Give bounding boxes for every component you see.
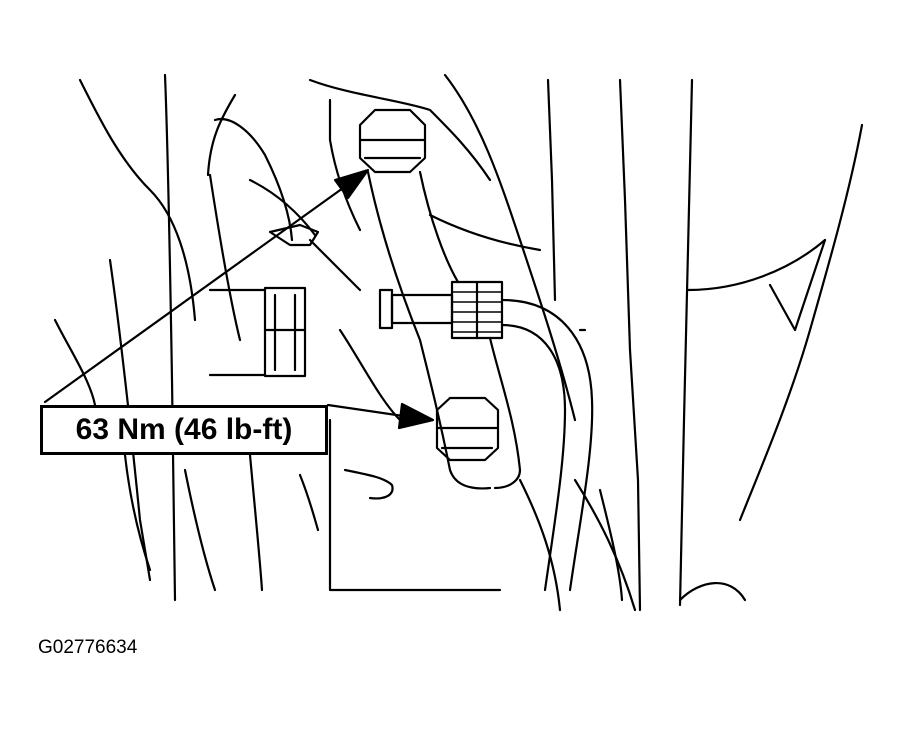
retaining-clip [268, 223, 320, 247]
housing-line-3 [428, 213, 542, 252]
left-contour-6 [208, 173, 242, 342]
housing-line-7 [578, 328, 624, 602]
left-contour-3 [108, 258, 152, 582]
left-contour-5 [206, 93, 237, 177]
side-nut-stud [208, 288, 267, 377]
left-contour-4 [53, 318, 97, 407]
leader-line-upper [43, 181, 352, 404]
bracket-plate-1 [328, 418, 502, 592]
bracket-lower-edge [338, 328, 402, 422]
leader-arrow-upper-icon [333, 168, 370, 200]
left-contour-1 [78, 78, 197, 322]
left-contour-7 [213, 117, 294, 242]
bracket-plate-3 [298, 473, 320, 532]
left-contour-2 [163, 73, 177, 602]
right-panel-diag [738, 123, 864, 522]
leader-arrow-lower-icon [397, 402, 435, 430]
figure-id: G02776634 [38, 637, 138, 658]
right-panel-arc [686, 238, 827, 292]
torque-callout-label: 63 Nm (46 lb-ft) [75, 413, 293, 446]
bracket-outline-left [328, 98, 362, 232]
leader-line-lower [326, 403, 412, 419]
side-nut [208, 286, 307, 378]
line-fitting [378, 280, 504, 340]
housing-line-1 [443, 73, 577, 422]
bracket-strap-right [418, 170, 522, 490]
housing-line-4 [573, 478, 637, 612]
torque-callout: 63 Nm (46 lb-ft) [40, 405, 328, 455]
fitting-body [390, 293, 454, 325]
left-contour-8 [183, 468, 217, 592]
side-nut-body [263, 286, 307, 378]
right-panel-bottom [678, 582, 747, 602]
right-panel-fold [768, 238, 827, 332]
upper-bolt [358, 108, 427, 174]
bracket-plate-2 [343, 468, 394, 500]
housing-line-2 [546, 78, 557, 302]
fitting-collar [378, 288, 394, 330]
tube-inner [500, 323, 567, 592]
left-contour-10 [248, 453, 264, 592]
tube-outer [500, 298, 594, 592]
left-contour-9 [123, 453, 152, 572]
lower-bolt [435, 396, 500, 462]
bracket-outline-top [308, 78, 492, 182]
bracket-strap-left [366, 170, 492, 490]
bracket-ridge [308, 238, 362, 292]
housing-line-5 [518, 478, 562, 612]
right-panel-edge [678, 78, 694, 607]
housing-line-6 [618, 78, 642, 612]
